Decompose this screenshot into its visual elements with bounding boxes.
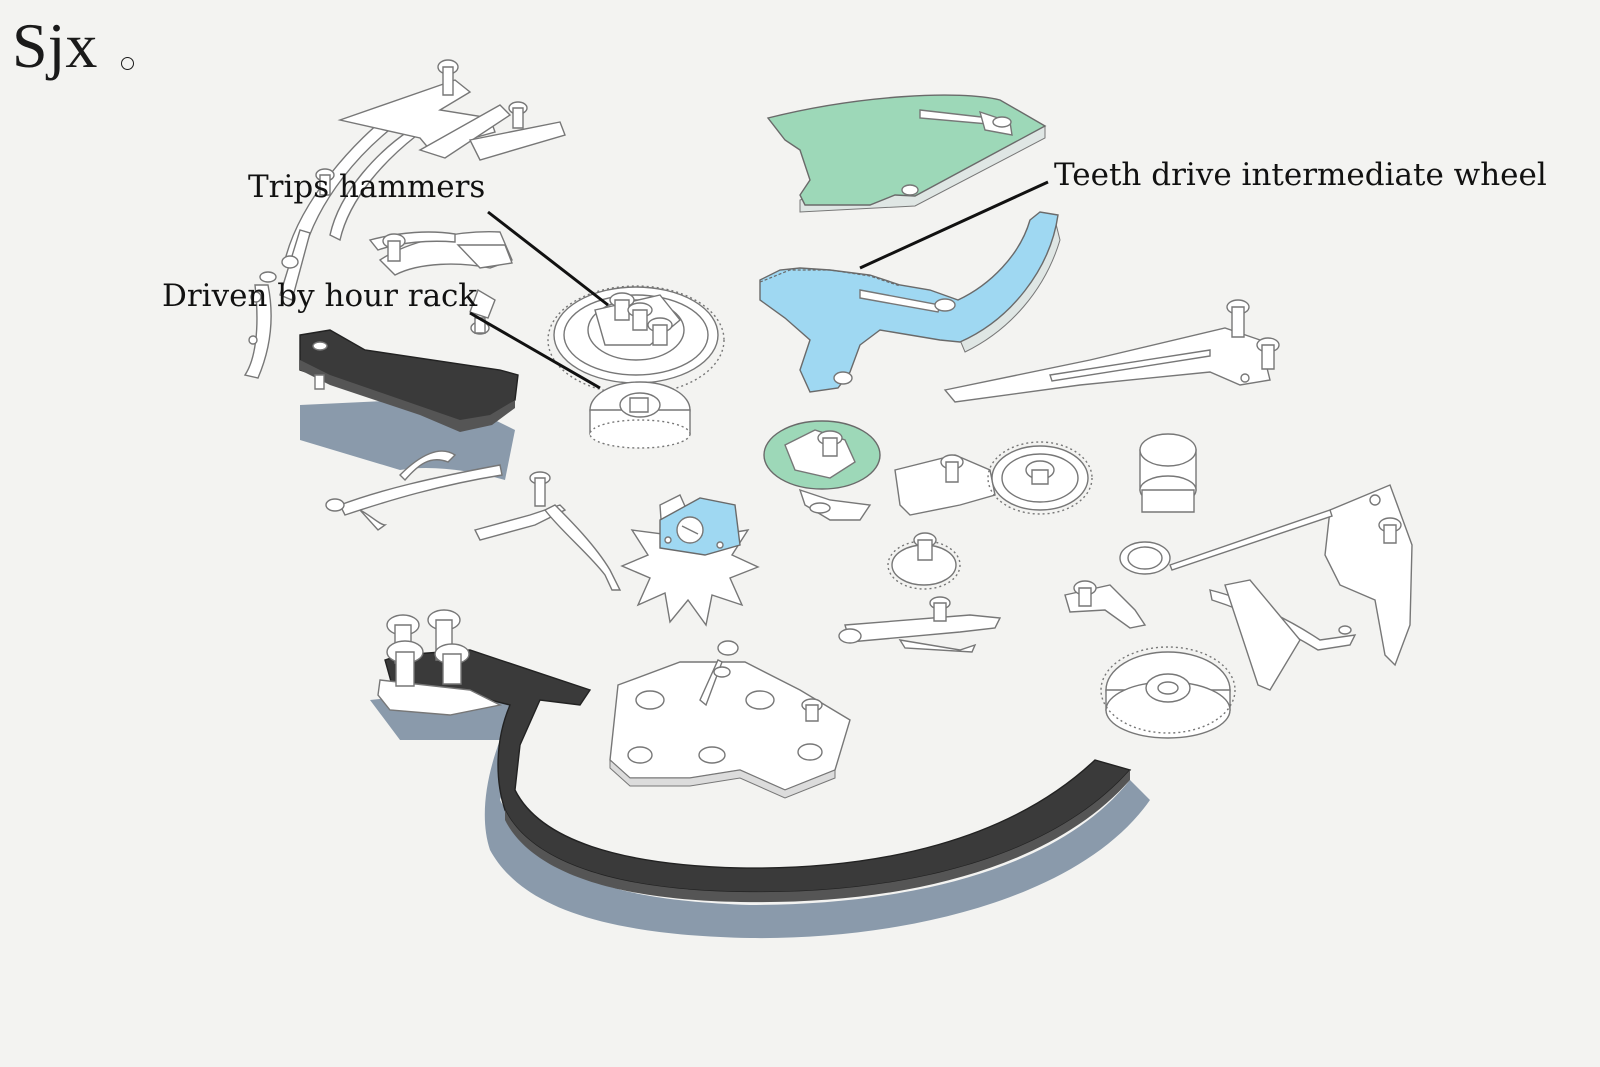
sjx-logo: Sjx: [12, 14, 97, 78]
right-lever-with-ring: [1065, 542, 1170, 628]
lower-center-bridge: [610, 641, 850, 798]
right-click-wheel: [895, 442, 1092, 515]
hammer-springs-cluster: [245, 60, 565, 378]
right-pinion: [1140, 434, 1196, 512]
logo-text: Sjx: [12, 10, 98, 81]
annotation-driven-by-hour-rack: Driven by hour rack: [162, 278, 478, 314]
large-hammer-dark: [370, 610, 1150, 939]
hour-rack-pinion: [590, 382, 690, 448]
ring-dot-icon: [121, 57, 134, 70]
hour-rack-dark: [300, 330, 518, 480]
annotation-teeth-drive-wheel: Teeth drive intermediate wheel: [1054, 157, 1547, 193]
small-trip-lever: [475, 472, 620, 590]
small-lever-center: [839, 597, 1000, 652]
right-long-lever: [945, 300, 1279, 402]
leader-line-teeth: [860, 182, 1048, 268]
green-cam-plate: [768, 95, 1045, 212]
leader-lines: [470, 182, 1048, 388]
annotation-trips-hammers: Trips hammers: [248, 169, 486, 205]
small-gear-center: [888, 533, 960, 589]
hammer-lower-left: [326, 451, 502, 530]
lever-pair-middle: [370, 232, 512, 334]
green-snail-cam: [764, 421, 880, 520]
leader-line-driven: [470, 313, 600, 388]
leader-line-trips: [488, 212, 608, 305]
right-large-gear: [1101, 647, 1235, 738]
right-sector-plate: [1170, 485, 1412, 690]
trips-hammers-wheel: [548, 286, 724, 394]
blue-rack: [760, 212, 1060, 392]
star-wheel: [622, 495, 758, 625]
